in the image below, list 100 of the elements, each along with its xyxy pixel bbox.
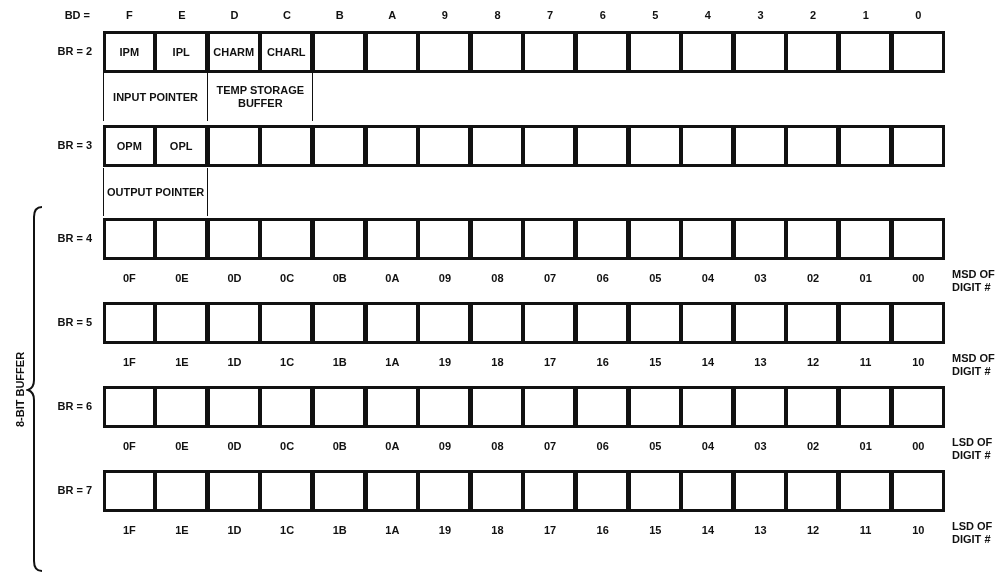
column-header: 4 [703,9,712,22]
digit-address-label: 16 [595,356,610,369]
column-header: D [229,9,240,22]
field-group-label: OUTPUT POINTER [103,168,209,216]
digit-address-label: 16 [595,524,610,537]
digit-note: MSD OF DIGIT # [952,352,996,378]
digit-address-label: 1C [279,524,296,537]
digit-address-label: 0D [226,272,243,285]
field-group-label: INPUT POINTER [103,73,209,121]
bit-address-label: BD = [63,9,90,22]
digit-address-label: 11 [858,356,873,369]
digit-address-label: 01 [858,440,873,453]
digit-address-label: 1D [226,356,243,369]
digit-note: LSD OF DIGIT # [952,520,994,546]
digit-address-label: 06 [595,440,610,453]
column-header: 2 [809,9,818,22]
digit-address-label: 14 [700,356,715,369]
register-row-label: BR = 6 [56,400,92,413]
register-row-label: BR = 7 [56,484,92,497]
digit-address-label: 0D [226,440,243,453]
digit-address-label: 01 [858,272,873,285]
digit-address-label: 0E [174,440,190,453]
digit-address-label: 0A [384,440,401,453]
digit-address-label: 0F [121,272,137,285]
digit-address-label: 12 [805,524,821,537]
column-header: 1 [861,9,870,22]
register-field: IPL [154,31,209,73]
digit-address-label: 1A [384,524,401,537]
digit-address-label: 15 [648,356,663,369]
digit-address-label: 08 [490,440,505,453]
digit-address-label: 1E [174,524,190,537]
column-header: E [177,9,187,22]
register-field: IPM [103,31,156,73]
digit-address-label: 07 [542,272,558,285]
register-row-label: BR = 3 [56,139,92,152]
register-row-label: BR = 5 [56,316,92,329]
digit-address-label: 0F [121,440,137,453]
digit-address-label: 1B [331,356,348,369]
column-header: B [334,9,345,22]
register-field: CHARL [259,31,314,73]
digit-address-label: 1A [384,356,401,369]
digit-address-label: 10 [911,356,926,369]
digit-address-label: 18 [490,356,505,369]
digit-address-label: 17 [542,356,558,369]
digit-address-label: 13 [753,356,768,369]
digit-address-label: 04 [700,272,715,285]
digit-address-label: 18 [490,524,505,537]
digit-address-label: 1D [226,524,243,537]
column-header: 8 [493,9,502,22]
column-header: C [282,9,293,22]
digit-address-label: 02 [805,272,821,285]
digit-address-label: 13 [753,524,768,537]
digit-address-label: 0C [279,440,296,453]
column-header: 3 [756,9,765,22]
digit-note: MSD OF DIGIT # [952,268,996,294]
digit-address-label: 14 [700,524,715,537]
digit-address-label: 00 [911,440,926,453]
register-field: OPM [103,125,156,167]
register-row-label: BR = 2 [56,45,92,58]
column-header: 0 [914,9,923,22]
digit-address-label: 09 [437,440,452,453]
digit-address-label: 11 [858,524,873,537]
column-header: 6 [598,9,607,22]
register-row-label: BR = 4 [56,232,92,245]
register-field: OPL [154,125,209,167]
digit-address-label: 17 [542,524,558,537]
digit-address-label: 06 [595,272,610,285]
digit-address-label: 0C [279,272,296,285]
digit-address-label: 15 [648,524,663,537]
digit-address-label: 10 [911,524,926,537]
column-header: A [387,9,398,22]
register-field: CHARM [206,31,261,73]
digit-address-label: 19 [437,356,452,369]
digit-note: LSD OF DIGIT # [952,436,994,462]
digit-address-label: 0E [174,272,190,285]
digit-address-label: 08 [490,272,505,285]
bracket-label: 8-BIT BUFFER [13,350,27,430]
digit-address-label: 1E [174,356,190,369]
digit-address-label: 0B [331,440,348,453]
column-header: F [124,9,134,22]
digit-address-label: 05 [648,440,663,453]
digit-address-label: 1B [331,524,348,537]
field-group-label: TEMP STORAGE BUFFER [208,73,314,121]
digit-address-label: 03 [753,440,768,453]
digit-address-label: 05 [648,272,663,285]
digit-address-label: 02 [805,440,821,453]
digit-address-label: 19 [437,524,452,537]
digit-address-label: 09 [437,272,452,285]
digit-address-label: 1C [279,356,296,369]
digit-address-label: 00 [911,272,926,285]
column-header: 9 [440,9,449,22]
column-header: 5 [651,9,660,22]
digit-address-label: 12 [805,356,821,369]
digit-address-label: 0B [331,272,348,285]
digit-address-label: 07 [542,440,558,453]
digit-address-label: 1F [121,356,137,369]
digit-address-label: 0A [384,272,401,285]
digit-address-label: 1F [121,524,137,537]
column-header: 7 [546,9,555,22]
digit-address-label: 04 [700,440,715,453]
